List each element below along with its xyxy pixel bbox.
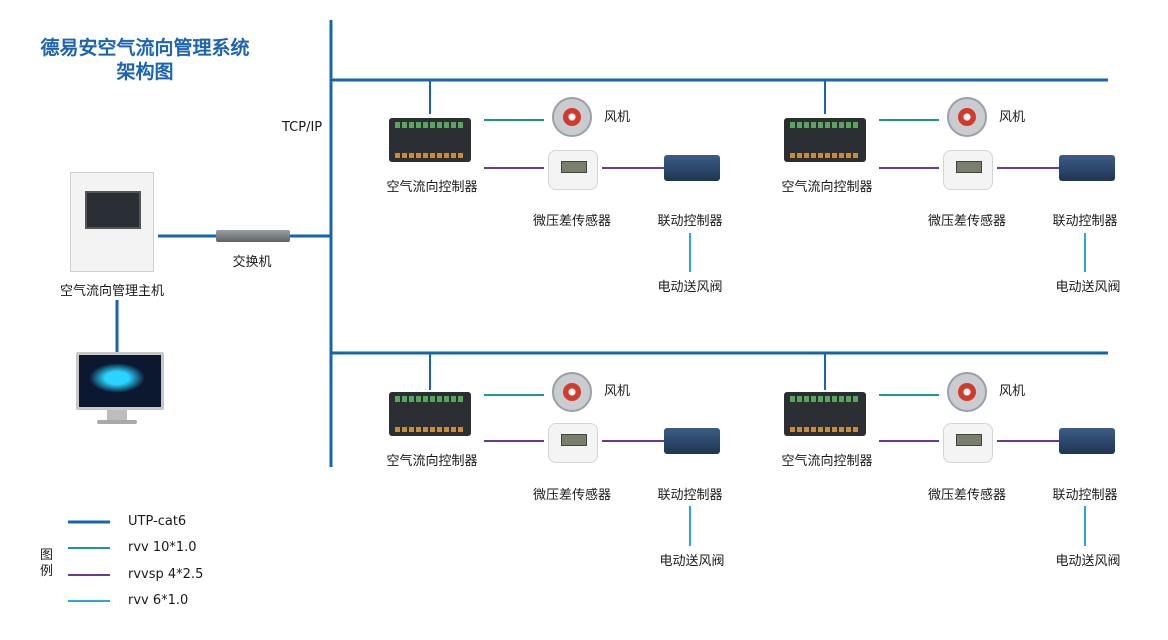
monitor-icon [76, 352, 164, 410]
controller-label: 空气流向控制器 [781, 454, 873, 469]
pressure-sensor-icon [943, 150, 993, 190]
switch-icon [216, 230, 290, 242]
legend-label-rvv10: rvv 10*1.0 [128, 540, 197, 555]
fan-label: 风机 [999, 384, 1026, 399]
switch-label: 交换机 [232, 255, 272, 270]
airflow-controller-icon [784, 392, 866, 436]
damper-label: 电动送风阀 [1055, 280, 1121, 295]
controller-label: 空气流向控制器 [386, 180, 478, 195]
protocol-label: TCP/IP [282, 120, 323, 135]
linkage-label: 联动控制器 [657, 214, 723, 229]
title-line-2: 架构图 [116, 61, 174, 83]
pressure-sensor-icon [943, 423, 993, 463]
damper-label: 电动送风阀 [1055, 554, 1121, 569]
fan-icon [947, 372, 987, 412]
sensor-label: 微压差传感器 [927, 214, 1007, 229]
linkage-label: 联动控制器 [1052, 488, 1118, 503]
sensor-label: 微压差传感器 [927, 488, 1007, 503]
linkage-label: 联动控制器 [657, 488, 723, 503]
linkage-label: 联动控制器 [1052, 214, 1118, 229]
legend-label-rvv6: rvv 6*1.0 [128, 593, 189, 608]
sensor-label: 微压差传感器 [532, 214, 612, 229]
linkage-controller-icon [664, 155, 720, 181]
fan-icon [947, 97, 987, 137]
airflow-controller-icon [784, 118, 866, 162]
fan-label: 风机 [604, 384, 631, 399]
pressure-sensor-icon [548, 150, 598, 190]
linkage-controller-icon [664, 428, 720, 454]
pressure-sensor-icon [548, 423, 598, 463]
diagram-title: 德易安空气流向管理系统 架构图 [20, 36, 270, 84]
legend-label-rvvsp: rvvsp 4*2.5 [128, 567, 204, 582]
legend-title-2: 例 [40, 564, 54, 579]
damper-label: 电动送风阀 [659, 554, 725, 569]
controller-label: 空气流向控制器 [781, 180, 873, 195]
title-line-1: 德易安空气流向管理系统 [40, 37, 250, 59]
fan-label: 风机 [999, 110, 1026, 125]
linkage-controller-icon [1059, 428, 1115, 454]
linkage-controller-icon [1059, 155, 1115, 181]
sensor-label: 微压差传感器 [532, 488, 612, 503]
fan-label: 风机 [604, 110, 631, 125]
host-cabinet-icon [70, 172, 154, 272]
airflow-controller-icon [389, 118, 471, 162]
controller-label: 空气流向控制器 [386, 454, 478, 469]
fan-icon [552, 372, 592, 412]
fan-icon [552, 97, 592, 137]
host-label: 空气流向管理主机 [59, 284, 165, 299]
legend-title-1: 图 [40, 548, 54, 563]
legend-label-utp: UTP-cat6 [128, 514, 187, 529]
airflow-controller-icon [389, 392, 471, 436]
damper-label: 电动送风阀 [657, 280, 723, 295]
